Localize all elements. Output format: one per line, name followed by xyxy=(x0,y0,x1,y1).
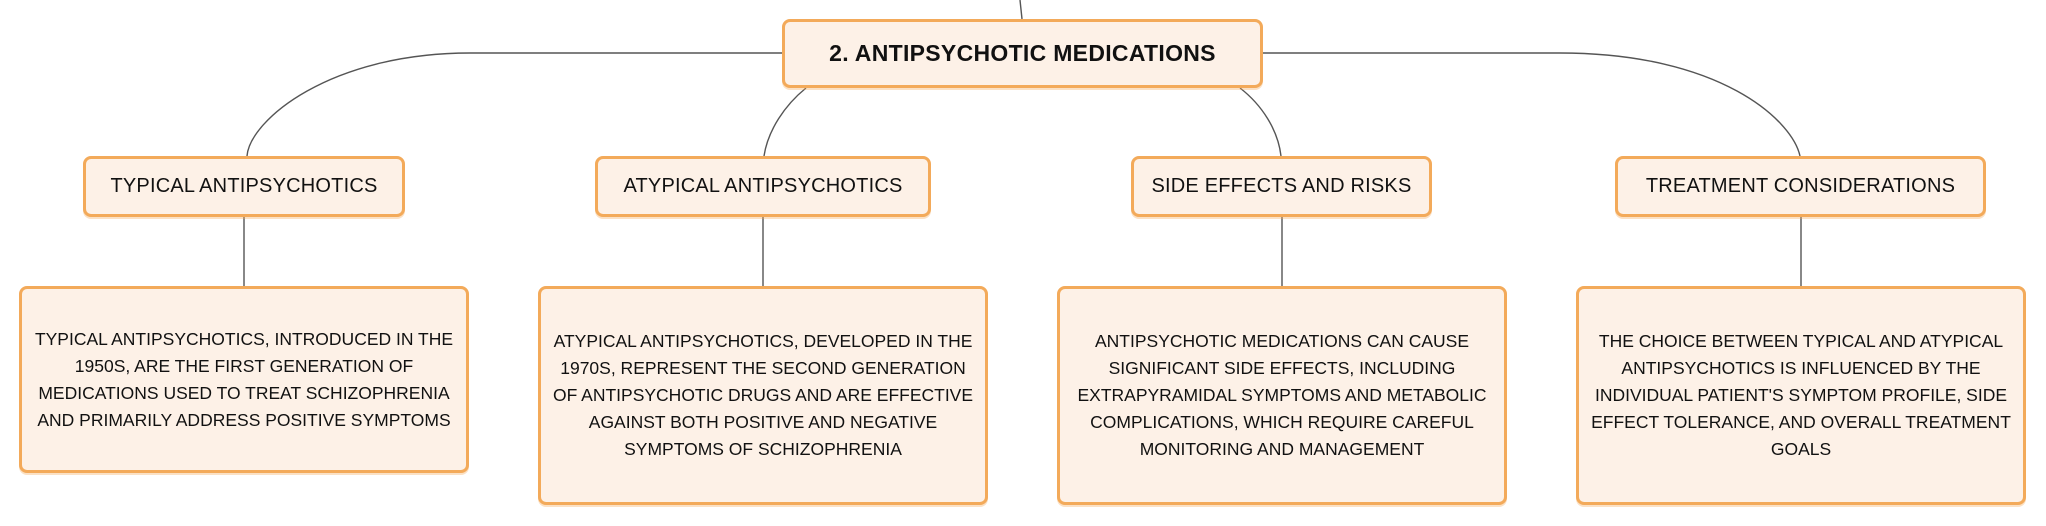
description-text: ANTIPSYCHOTIC MEDICATIONS CAN CAUSE SIGN… xyxy=(1077,331,1487,459)
branch-typical-antipsychotics[interactable]: TYPICAL ANTIPSYCHOTICS xyxy=(83,156,405,217)
connector-root-to-atypical xyxy=(763,87,807,157)
description-side-effects-and-risks[interactable]: ANTIPSYCHOTIC MEDICATIONS CAN CAUSE SIGN… xyxy=(1057,286,1507,505)
branch-label: ATYPICAL ANTIPSYCHOTICS xyxy=(623,175,903,197)
description-text: THE CHOICE BETWEEN TYPICAL AND ATYPICAL … xyxy=(1591,331,2011,459)
connector-parent-to-root xyxy=(1019,0,1023,20)
connector-root-to-side-effects xyxy=(1239,87,1282,157)
branch-label: SIDE EFFECTS AND RISKS xyxy=(1151,175,1412,197)
branch-side-effects-and-risks[interactable]: SIDE EFFECTS AND RISKS xyxy=(1131,156,1432,217)
description-atypical-antipsychotics[interactable]: ATYPICAL ANTIPSYCHOTICS, DEVELOPED IN TH… xyxy=(538,286,988,505)
branch-label: TREATMENT CONSIDERATIONS xyxy=(1645,175,1956,197)
connector-root-to-typical xyxy=(246,52,782,157)
root-node[interactable]: 2. ANTIPSYCHOTIC MEDICATIONS xyxy=(782,19,1263,88)
description-text: TYPICAL ANTIPSYCHOTICS, INTRODUCED IN TH… xyxy=(34,328,454,430)
description-typical-antipsychotics[interactable]: TYPICAL ANTIPSYCHOTICS, INTRODUCED IN TH… xyxy=(19,286,469,473)
description-text: ATYPICAL ANTIPSYCHOTICS, DEVELOPED IN TH… xyxy=(552,331,974,459)
branch-atypical-antipsychotics[interactable]: ATYPICAL ANTIPSYCHOTICS xyxy=(595,156,931,217)
connector-root-to-treatment xyxy=(1263,52,1801,157)
branch-treatment-considerations[interactable]: TREATMENT CONSIDERATIONS xyxy=(1615,156,1986,217)
root-title: 2. ANTIPSYCHOTIC MEDICATIONS xyxy=(829,40,1216,66)
description-treatment-considerations[interactable]: THE CHOICE BETWEEN TYPICAL AND ATYPICAL … xyxy=(1576,286,2026,505)
branch-label: TYPICAL ANTIPSYCHOTICS xyxy=(110,175,378,197)
